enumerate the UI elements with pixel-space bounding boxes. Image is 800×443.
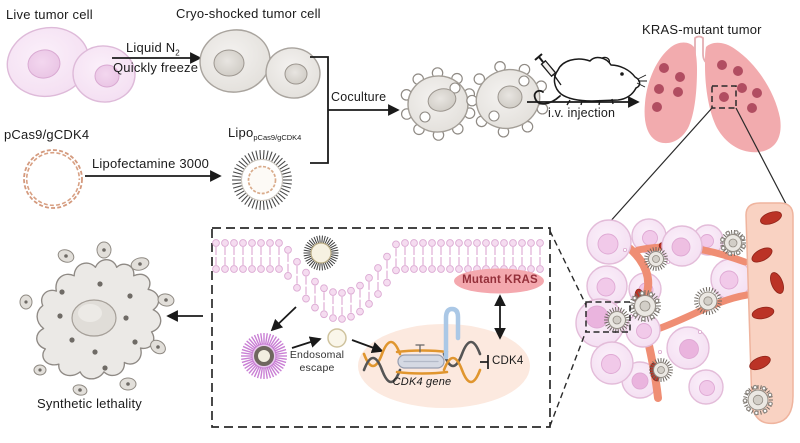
synthetic-lethality-label: Synthetic lethality <box>37 396 142 411</box>
nucleus-highlight <box>78 304 102 322</box>
tumor-nodules <box>652 60 762 113</box>
liposome-icon <box>232 150 292 210</box>
syringe-icon <box>534 53 562 86</box>
grna-icon <box>443 306 461 360</box>
endosomal-escape-line2: escape <box>299 362 335 375</box>
mechanism-box <box>211 227 551 428</box>
live-tumor-cell-label: Live tumor cell <box>6 7 93 22</box>
cryo-cell-in-tissue <box>604 307 630 333</box>
blood-vessel <box>745 202 794 425</box>
cryo-cell-in-tissue <box>649 358 673 382</box>
lung-zoom-box <box>711 85 737 109</box>
magnification-lines <box>607 107 787 225</box>
plasmid-label: pCas9/gCDK4 <box>4 127 90 142</box>
cdk4-gene-label: CDK4 gene <box>392 376 452 388</box>
mouse-whiskers <box>636 74 647 88</box>
liquid-n2-text: Liquid N <box>126 40 176 55</box>
cdk4-label: CDK4 <box>492 355 524 367</box>
coculture-cells-illustration <box>400 61 549 141</box>
mutant-kras-ellipse <box>454 268 544 294</box>
cryo-cell-in-tissue <box>742 384 773 416</box>
plasmid-icon <box>23 149 83 209</box>
apoptotic-granules <box>57 281 138 371</box>
quickly-freeze-label: Quickly freeze <box>113 60 199 75</box>
cryo-shocked-cells-illustration <box>199 29 321 99</box>
red-blood-cells <box>749 211 784 371</box>
inhibition-line <box>480 355 489 369</box>
coculture-label: Coculture <box>331 90 387 104</box>
cryo-shocked-label: Cryo-shocked tumor cell <box>176 6 321 21</box>
iv-injection-label: i.v. injection <box>548 106 616 120</box>
tissue-zoom-box <box>585 301 631 333</box>
live-tumor-cells-illustration <box>6 26 136 103</box>
mouse-body <box>553 56 641 102</box>
dashed-magnification-lines <box>549 230 587 427</box>
cryo-cell-in-tissue <box>720 230 746 256</box>
cryo-cells-in-tissue <box>604 230 773 416</box>
lungs-illustration <box>644 35 781 153</box>
endocytosis-liposome <box>303 235 339 271</box>
apoptotic-bodies <box>19 241 175 396</box>
liquid-n2-subscript: 2 <box>175 48 180 58</box>
endosome-icon <box>241 333 287 379</box>
lipofectamine-label: Lipofectamine 3000 <box>92 156 210 171</box>
mouse-eye <box>620 72 624 76</box>
cell-membrane <box>212 239 544 323</box>
dna-helix <box>362 306 482 384</box>
cryo-cell-in-tissue <box>644 247 668 271</box>
apoptotic-cell-illustration <box>19 241 175 396</box>
nucleus-illustration <box>358 324 530 408</box>
kras-mutant-tumor-label: KRAS-mutant tumor <box>642 22 762 37</box>
mechanism-arrows <box>166 294 506 354</box>
lipo-label: LipopCas9/gCDK4 <box>228 125 301 142</box>
mutant-kras-label: Mutant KRAS <box>462 274 538 286</box>
right-lung <box>705 42 781 153</box>
cryo-cell-in-tissue <box>629 290 661 322</box>
liquid-n2-label: Liquid N2 <box>126 40 180 58</box>
cas9-complex <box>397 344 445 369</box>
lipo-subscript: pCas9/gCDK4 <box>253 133 302 142</box>
cryo-cell-in-tissue <box>694 287 722 315</box>
left-lung <box>644 42 697 144</box>
mouse-illustration <box>533 53 647 106</box>
endosomal-escape-label: Endosomal escape <box>285 349 349 375</box>
tumor-tissue-illustration <box>575 202 794 425</box>
released-plasmid <box>327 328 347 348</box>
lipo-text: Lipo <box>228 125 254 140</box>
endosomal-escape-line1: Endosomal <box>289 349 345 361</box>
